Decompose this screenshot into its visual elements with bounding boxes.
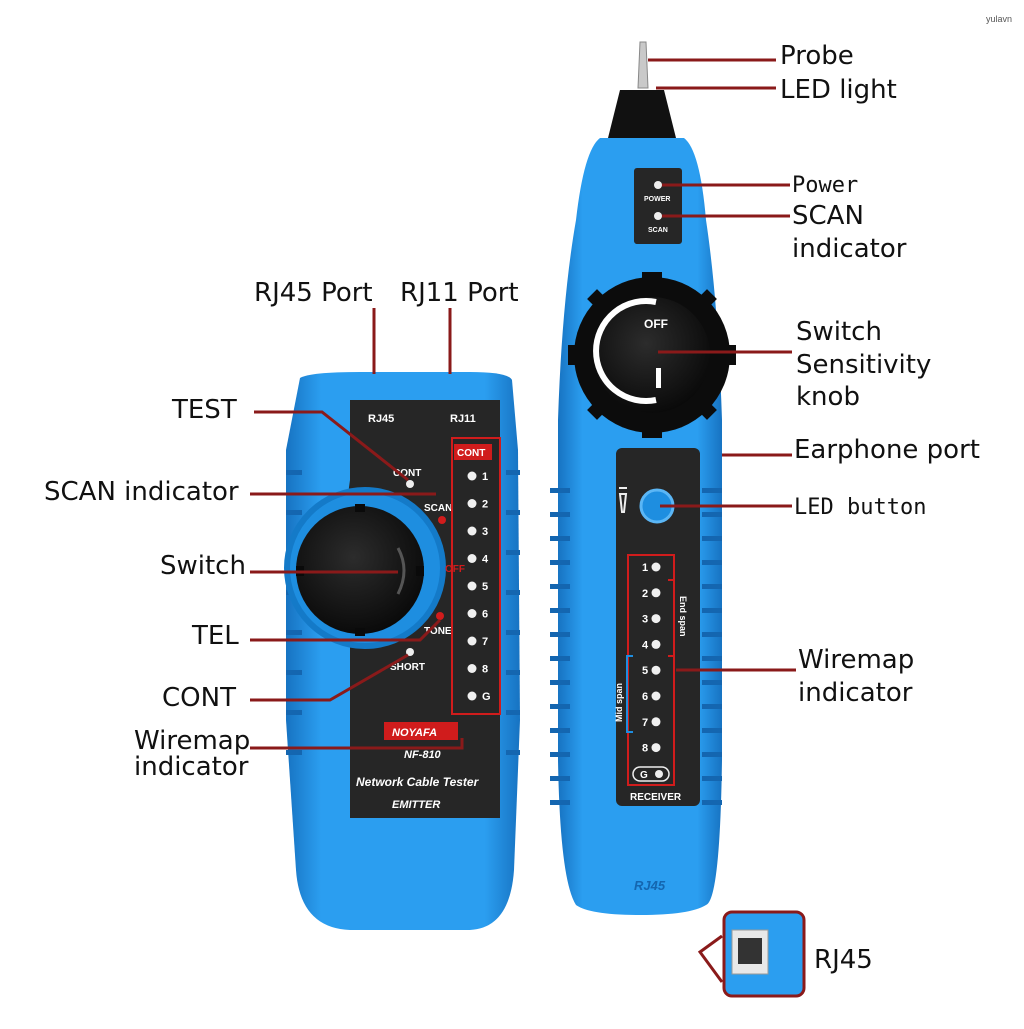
callout-wiremap-indicator-right: Wiremap indicator — [798, 644, 914, 709]
emitter-led-label-5: 5 — [482, 581, 488, 593]
receiver-end-span-text: End span — [678, 596, 688, 637]
callout-wiremap-indicator-left: Wiremap indicator — [134, 728, 250, 780]
callout-scan-indicator-left: SCAN indicator — [44, 477, 239, 507]
receiver-led-label-3: 3 — [642, 614, 648, 626]
emitter-device: RJ45 RJ11 CONT SCAN OFF TONE SHORT CONT … — [284, 372, 520, 930]
emitter-led-label-G: G — [482, 691, 491, 703]
receiver-led-4 — [651, 639, 661, 649]
emitter-mode-cont-text: CONT — [393, 468, 421, 479]
emitter-wiremap-header: CONT — [457, 448, 485, 459]
callout-sensitivity-line: Sensitivity — [796, 349, 932, 380]
receiver-panel — [616, 448, 700, 806]
receiver-mid-span-text: Mid span — [614, 683, 624, 722]
receiver-led-label-8: 8 — [642, 743, 648, 755]
emitter-product-name: Network Cable Tester — [356, 775, 480, 789]
callout-rj45-port: RJ45 Port — [254, 278, 373, 308]
receiver-ground-text: G — [640, 770, 648, 781]
receiver-led-label-1: 1 — [642, 562, 648, 574]
callout-led-button: LED button — [794, 495, 927, 520]
emitter-mode-knob[interactable] — [296, 506, 424, 634]
receiver-probe-cap — [608, 90, 676, 138]
emitter-led-2 — [467, 499, 477, 508]
receiver-led-8 — [651, 743, 661, 753]
emitter-led-label-2: 2 — [482, 499, 488, 511]
callout-wiremap-right-line2: indicator — [798, 677, 913, 708]
emitter-mode-scan-text: SCAN — [424, 503, 452, 514]
receiver-device: POWER SCAN OFF 1 2 3 4 5 6 7 8 G End span Mid s… — [550, 41, 736, 915]
flashlight-icon — [618, 487, 628, 513]
receiver-scan-text: SCAN — [648, 227, 668, 234]
emitter-led-label-1: 1 — [482, 471, 488, 483]
callout-probe: Probe — [780, 41, 854, 71]
receiver-unit-name: RECEIVER — [630, 792, 682, 803]
receiver-led-3 — [651, 614, 661, 624]
emitter-mode-off-text: OFF — [445, 564, 465, 575]
callout-wiremap-left-line1: Wiremap — [134, 726, 251, 756]
emitter-brand-text: NOYAFA — [392, 727, 437, 739]
callout-test: TEST — [172, 395, 237, 425]
emitter-led-5 — [467, 581, 477, 591]
watermark-logo: yulavn — [985, 14, 1012, 24]
callout-knob-line: knob — [796, 382, 860, 412]
callout-earphone-port: Earphone port — [794, 435, 980, 465]
emitter-wiremap-leds: 1 2 3 4 5 6 7 8G — [467, 471, 491, 703]
emitter-mode-short-text: SHORT — [390, 662, 425, 673]
emitter-wiremap-frame — [451, 437, 501, 715]
emitter-led-label-3: 3 — [482, 526, 488, 538]
callout-wiremap-right-line1: Wiremap — [798, 645, 915, 675]
emitter-model-text: NF-810 — [404, 749, 442, 761]
emitter-led-1 — [467, 471, 477, 481]
emitter-mode-tone-text: TONE — [424, 626, 452, 637]
emitter-led-7 — [467, 636, 477, 646]
emitter-led-label-6: 6 — [482, 609, 488, 621]
emitter-led-label-7: 7 — [482, 636, 488, 648]
callout-scan-indicator-right: SCAN indicator — [792, 200, 906, 265]
callout-rj11-port: RJ11 Port — [400, 278, 519, 308]
emitter-led-4 — [467, 554, 477, 563]
emitter-rj11-text: RJ11 — [450, 413, 476, 425]
receiver-led-label-2: 2 — [642, 588, 648, 600]
callout-scan-indicator-right-line2: indicator — [792, 233, 907, 264]
receiver-wiremap-leds: 1 2 3 4 5 6 7 8 — [642, 562, 661, 755]
emitter-rj45-text: RJ45 — [368, 413, 394, 425]
callout-switch-right-line: Switch — [796, 317, 882, 347]
receiver-led-5 — [651, 665, 661, 675]
receiver-led-6 — [651, 691, 661, 701]
callout-rj45-inset: RJ45 — [814, 945, 873, 975]
emitter-led-G — [467, 691, 477, 701]
rj45-inset — [697, 910, 806, 998]
receiver-led-7 — [651, 717, 661, 727]
callout-switch-sensitivity-knob: Switch Sensitivity knob — [796, 316, 931, 414]
emitter-brand-badge — [384, 722, 458, 740]
emitter-led-label-4: 4 — [482, 554, 489, 566]
receiver-probe-tip — [637, 41, 649, 89]
receiver-grip-ribs — [550, 488, 722, 805]
receiver-indicator-window — [634, 168, 682, 244]
receiver-led-2 — [651, 588, 661, 598]
emitter-led-6 — [467, 609, 477, 618]
callout-switch-left: Switch — [160, 551, 246, 581]
callout-power: Power — [792, 173, 859, 198]
receiver-led-label-7: 7 — [642, 717, 648, 729]
receiver-led-1 — [651, 562, 661, 572]
emitter-led-8 — [467, 664, 477, 673]
receiver-led-label-4: 4 — [642, 639, 649, 651]
callout-tel: TEL — [192, 621, 239, 651]
callout-wiremap-left-line2: indicator — [134, 752, 249, 782]
receiver-led-label-6: 6 — [642, 691, 648, 703]
receiver-power-text: POWER — [644, 196, 670, 203]
receiver-knob-off-text: OFF — [644, 317, 668, 331]
receiver-port-embossed: RJ45 — [634, 878, 666, 893]
callout-cont: CONT — [162, 683, 236, 713]
callout-scan-indicator-right-line1: SCAN — [792, 201, 864, 231]
leader-lines — [250, 58, 796, 750]
emitter-led-label-8: 8 — [482, 664, 488, 676]
receiver-led-label-5: 5 — [642, 665, 648, 677]
emitter-led-3 — [467, 526, 477, 536]
callout-led-light: LED light — [780, 75, 897, 105]
emitter-unit-name: EMITTER — [392, 799, 440, 811]
